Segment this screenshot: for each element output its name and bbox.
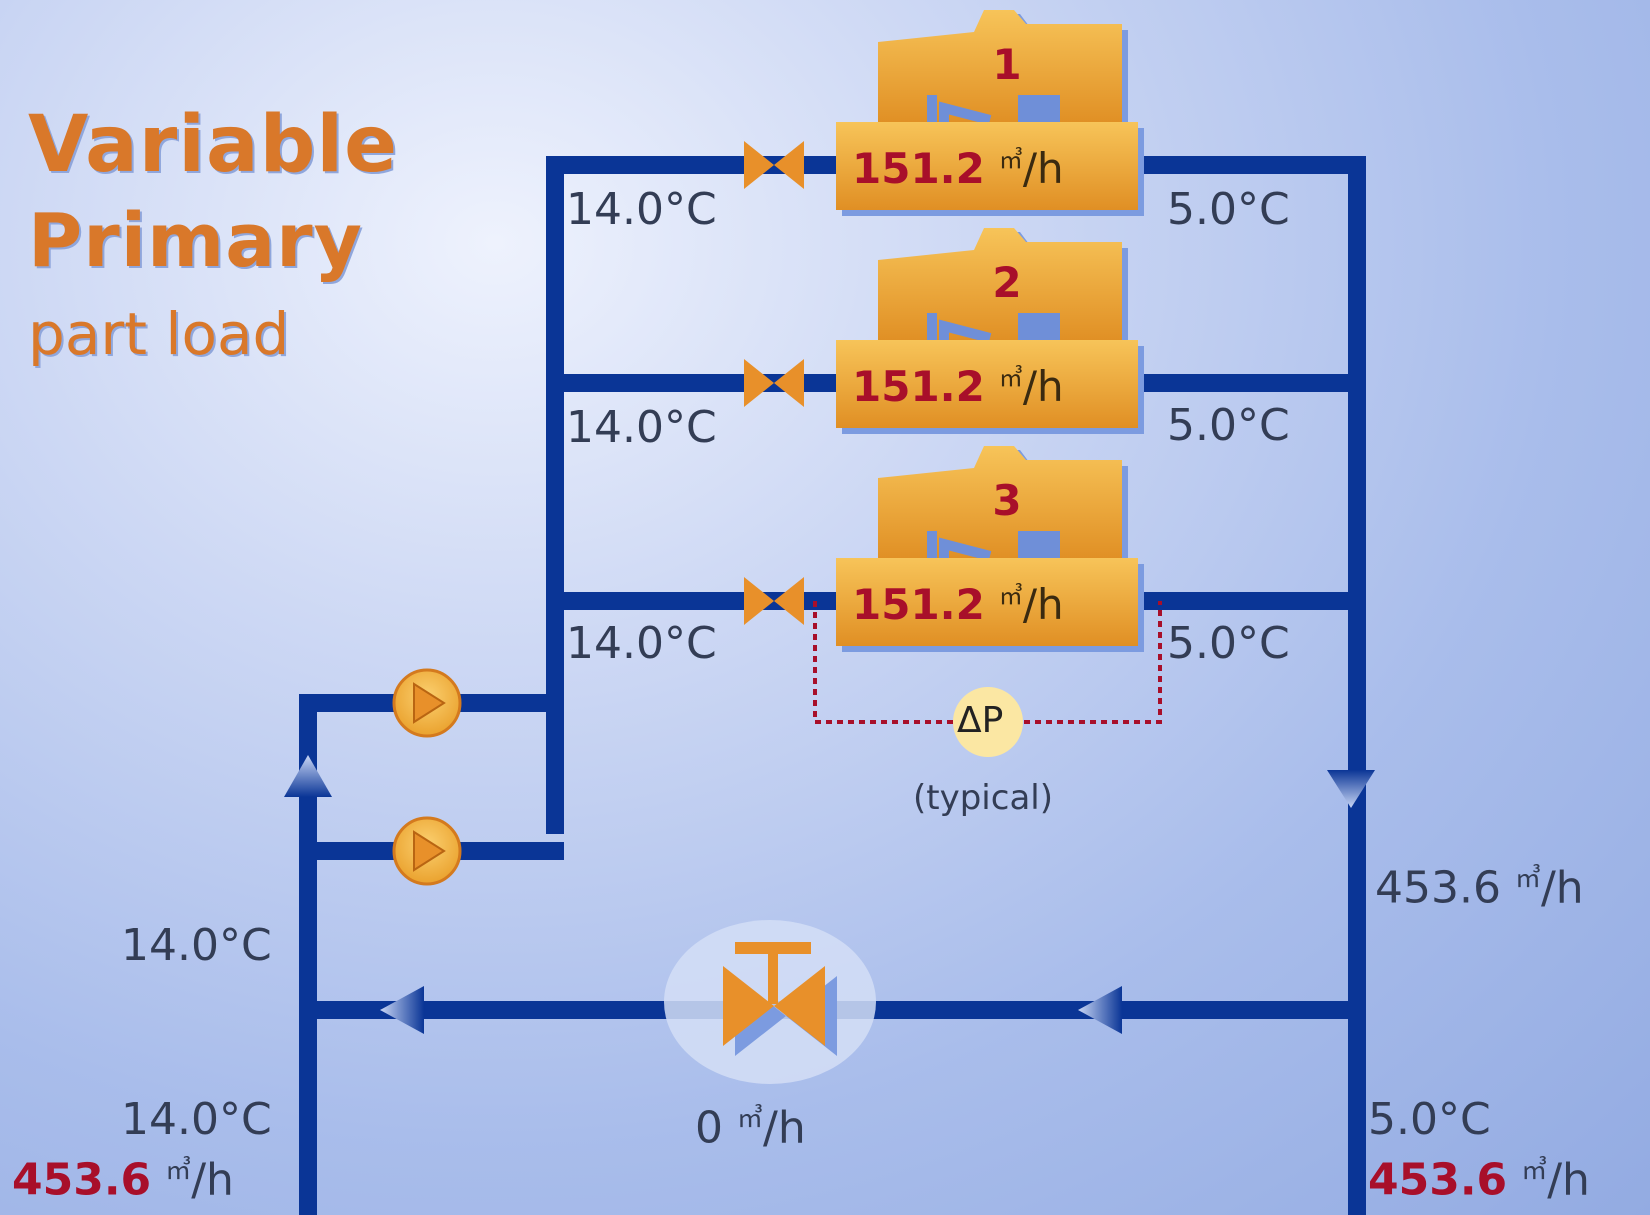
supply-riser-flow-value: 453.6 (1375, 862, 1501, 914)
bypass-flow-value: 0 (695, 1102, 723, 1154)
supply-flow-value: 453.6 (1368, 1154, 1508, 1206)
supply-riser-flow-unit: /h (1540, 862, 1584, 914)
chiller-1-flow: 151.2 ㎥/h (852, 140, 1064, 193)
chiller-3-flow-unit-sup: ㎥ (998, 582, 1023, 610)
chiller-2-flow-unit-sup: ㎥ (998, 364, 1023, 392)
bypass-flow-unit-sup: ㎥ (737, 1104, 764, 1134)
title-part-load: part load (28, 300, 290, 368)
return-flow-unit: /h (191, 1154, 234, 1206)
chiller-3-flow-value: 151.2 (852, 580, 985, 629)
chiller-1-flow-unit: /h (1022, 144, 1064, 193)
dp-typical-note: (typical) (913, 778, 1053, 818)
dp-sensor-icon (953, 687, 1023, 757)
return-flow-unit-sup: ㎥ (165, 1156, 192, 1186)
chiller-2-number: 2 (992, 258, 1022, 307)
title-variable: Variable (28, 100, 399, 190)
pump-icon[interactable] (392, 816, 462, 886)
pipe-pump-header (299, 694, 564, 1215)
supply-flow: 453.6 ㎥/h (1368, 1150, 1590, 1206)
chiller-1[interactable] (836, 10, 1144, 216)
flow-arrow-icon (1078, 986, 1122, 1034)
chiller-2-flow-value: 151.2 (852, 362, 985, 411)
chiller-1-outlet-temp: 5.0°C (1167, 184, 1290, 235)
flow-arrow-icon (284, 755, 332, 797)
chiller-1-inlet-temp: 14.0°C (566, 184, 717, 235)
bypass-valve-icon (723, 942, 837, 1056)
title-primary: Primary (28, 198, 363, 284)
dp-symbol: ΔP (957, 700, 1004, 741)
chiller-3-flow-unit: /h (1022, 580, 1064, 629)
chiller-2-outlet-temp: 5.0°C (1167, 400, 1290, 451)
chiller-3-flow: 151.2 ㎥/h (852, 576, 1064, 629)
chiller-2-flow: 151.2 ㎥/h (852, 358, 1064, 411)
return-flow-value: 453.6 (12, 1154, 152, 1206)
chiller-1-number: 1 (992, 40, 1022, 89)
valve-icon[interactable] (744, 141, 804, 189)
bypass-valve[interactable] (664, 920, 876, 1084)
chiller-1-flow-value: 151.2 (852, 144, 985, 193)
chiller-icon (836, 446, 1144, 652)
chiller-2-flow-unit: /h (1022, 362, 1064, 411)
chiller-3-outlet-temp: 5.0°C (1167, 618, 1290, 669)
flow-arrow-icon (1327, 770, 1375, 808)
valve-icon[interactable] (744, 359, 804, 407)
supply-riser-flow: 453.6 ㎥/h (1375, 858, 1584, 914)
flow-arrow-icon (380, 986, 424, 1034)
return-lower-temp: 14.0°C (121, 1094, 272, 1145)
chiller-3-inlet-temp: 14.0°C (566, 618, 717, 669)
chiller-3[interactable] (836, 446, 1144, 652)
bypass-flow: 0 ㎥/h (695, 1098, 806, 1154)
dp-sensor[interactable] (813, 601, 1162, 757)
supply-flow-unit: /h (1547, 1154, 1590, 1206)
chiller-3-number: 3 (992, 476, 1022, 525)
valve-icon[interactable] (744, 577, 804, 625)
return-upper-temp: 14.0°C (121, 920, 272, 971)
pump-icon[interactable] (392, 668, 462, 738)
supply-riser-flow-unit-sup: ㎥ (1514, 864, 1541, 894)
supply-flow-unit-sup: ㎥ (1521, 1156, 1548, 1186)
return-flow: 453.6 ㎥/h (12, 1150, 234, 1206)
chiller-2-inlet-temp: 14.0°C (566, 402, 717, 453)
supply-temp: 5.0°C (1368, 1094, 1491, 1145)
chiller-icon (836, 228, 1144, 434)
chiller-2[interactable] (836, 228, 1144, 434)
chiller-icon (836, 10, 1144, 216)
chiller-1-flow-unit-sup: ㎥ (998, 146, 1023, 174)
bypass-flow-unit: /h (763, 1102, 806, 1154)
